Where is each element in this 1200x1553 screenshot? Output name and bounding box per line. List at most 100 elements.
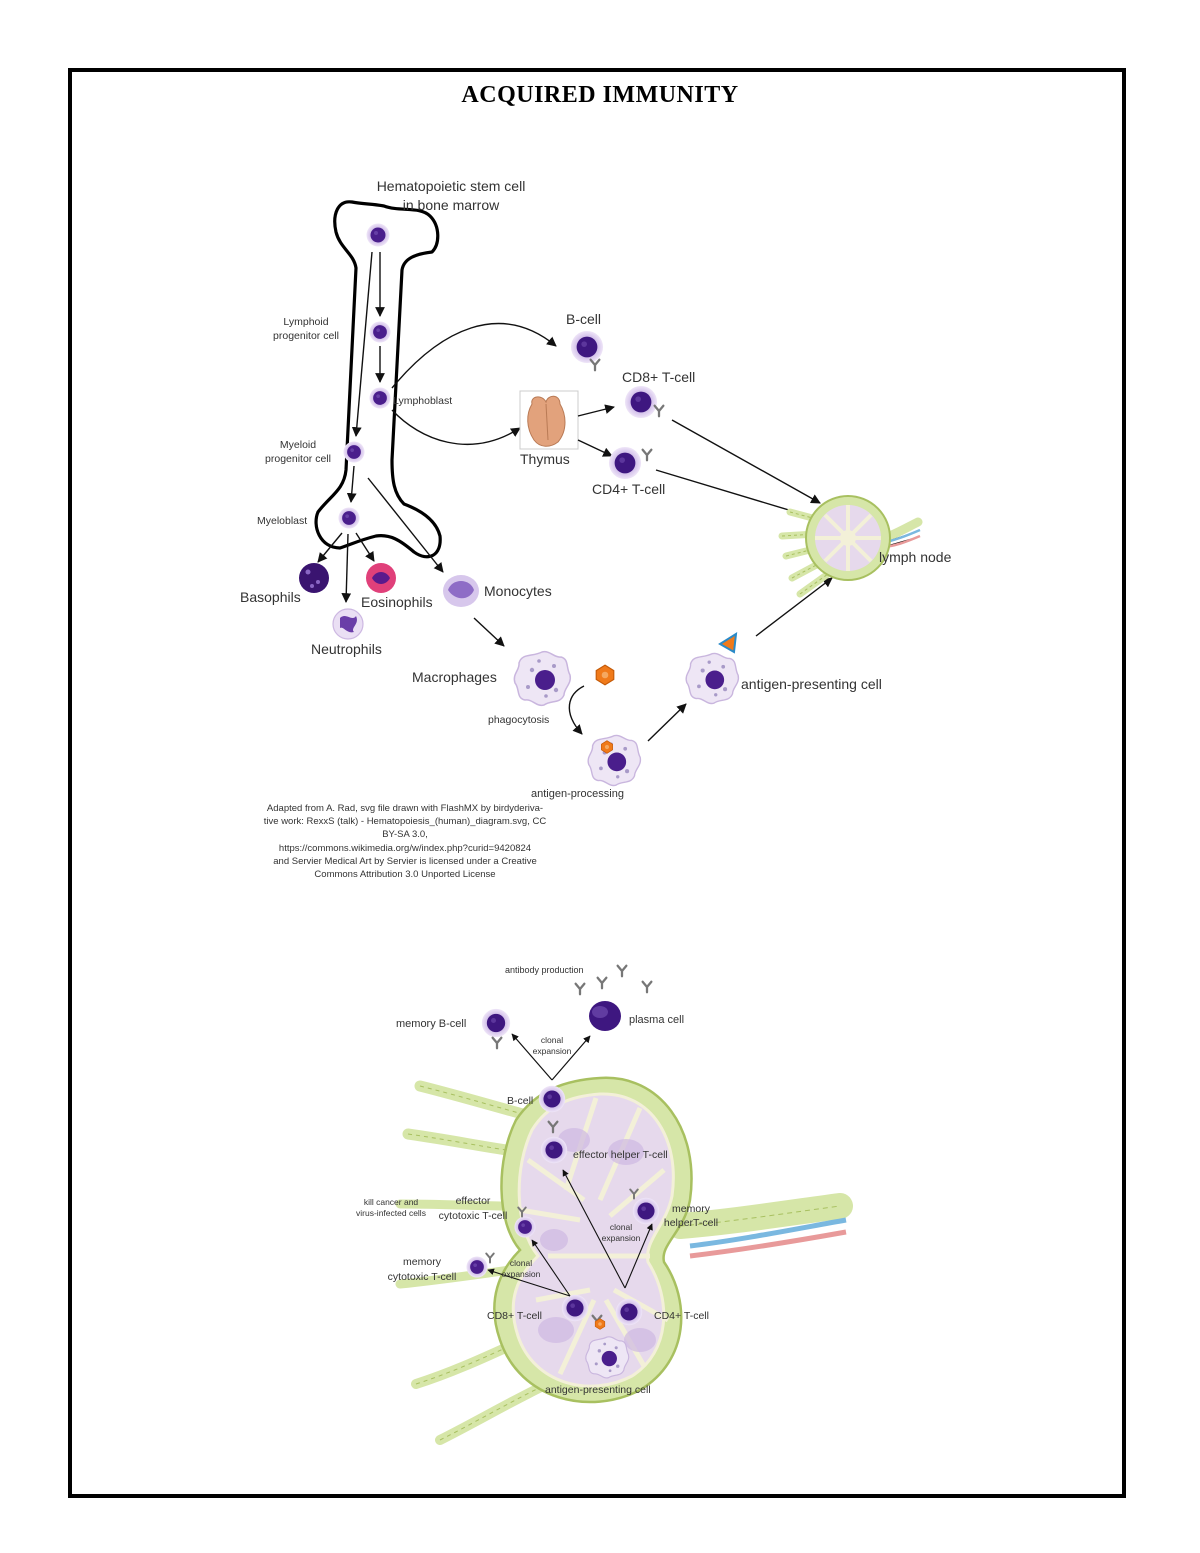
neutrophils-label: Neutrophils (311, 641, 382, 657)
antibody-icon (641, 980, 653, 994)
lymphoid-label-line1: Lymphoid (283, 316, 328, 328)
arrow (341, 533, 352, 603)
credit-line: https://commons.wikimedia.org/w/index.ph… (278, 842, 532, 854)
eosinophils-label: Eosinophils (361, 594, 433, 610)
arrow (551, 1035, 591, 1081)
thymus-label: Thymus (520, 451, 570, 467)
b-cell (570, 330, 604, 364)
b-cell-in-node (538, 1085, 566, 1113)
cd8-t-cell-in-node (561, 1294, 589, 1322)
memory-cytotoxic-label-line2: cytotoxic T-cell (388, 1271, 457, 1283)
effector-helper-t-cell (540, 1136, 568, 1164)
lymphoblast-label: Lymphoblast (393, 395, 452, 407)
cd4-node-label: CD4+ T-cell (654, 1310, 709, 1322)
lymph-node-small (778, 495, 923, 598)
arrow (473, 617, 505, 647)
credit-line: tive work: RexxS (talk) - Hematopoiesis_… (263, 816, 547, 828)
memory-b-cell (481, 1008, 511, 1038)
arrow (355, 532, 375, 562)
cd4-label: CD4+ T-cell (592, 481, 665, 497)
kill-label-line1: kill cancer and (364, 1197, 419, 1207)
arrow (317, 532, 343, 563)
monocytes-label: Monocytes (484, 583, 552, 599)
credit-line: Adapted from A. Rad, svg file drawn with… (266, 803, 544, 814)
antigen-icon (595, 664, 615, 686)
arrow (367, 477, 444, 573)
diagram1-labels: Hematopoietic stem cell in bone marrow L… (240, 178, 952, 800)
myeloid-label-line2: progenitor cell (265, 453, 331, 465)
antigen-processing-label: antigen-processing (531, 788, 624, 800)
lymph-node-label: lymph node (879, 549, 952, 565)
apc-node-label: antigen-presenting cell (545, 1384, 651, 1396)
page-title: ACQUIRED IMMUNITY (461, 82, 739, 108)
eosinophil-cell (366, 563, 396, 593)
clonal-expansion-2-line2: expansion (602, 1233, 641, 1243)
antigen-processing-cell (587, 734, 642, 787)
attribution-text: Adapted from A. Rad, svg file drawn with… (250, 802, 560, 881)
myeloblast-label: Myeloblast (257, 515, 307, 527)
stem-cell-label-line1: Hematopoietic stem cell (377, 178, 526, 194)
arrow-to-b-cell (391, 322, 557, 389)
arrow-to-thymus (391, 409, 521, 445)
stem-cell (366, 223, 390, 247)
page-border (68, 68, 1126, 1498)
stem-cell-label-line2: in bone marrow (403, 197, 500, 213)
memory-helper-label-line1: memory (672, 1203, 711, 1215)
clonal-expansion-2-line1: clonal (610, 1222, 632, 1232)
memory-b-receptor-icon (491, 1036, 503, 1050)
antigen-presenting-cell (685, 652, 740, 705)
arrow (671, 419, 821, 504)
clonal-expansion-label-line2: expansion (533, 1046, 572, 1056)
arrow (647, 703, 687, 742)
credit-line: and Servier Medical Art by Servier is li… (273, 855, 537, 867)
plasma-cell-label: plasma cell (629, 1014, 684, 1026)
cd8-t-cell (624, 385, 658, 419)
cd4-receptor-icon (641, 448, 653, 462)
monocyte-cell (443, 575, 479, 607)
antibody-icon (616, 964, 628, 978)
hematopoiesis-diagram (299, 200, 923, 787)
arrow (531, 1239, 571, 1297)
cd8-label: CD8+ T-cell (622, 369, 695, 385)
effector-cytotoxic-label-line2: cytotoxic T-cell (439, 1210, 508, 1222)
bone-outline (314, 200, 442, 559)
macrophages-label: Macrophages (412, 669, 497, 685)
lymph-node-diagram (395, 964, 853, 1445)
arrow (568, 685, 585, 735)
arrow (351, 251, 373, 437)
memory-cytotoxic-receptor-icon (485, 1252, 495, 1264)
antibody-icon (596, 976, 608, 990)
lymphoblast-cell (369, 387, 391, 409)
arrow (511, 1033, 553, 1081)
arrow (487, 1268, 571, 1297)
arrow (562, 1169, 626, 1289)
myeloid-label-line1: Myeloid (280, 439, 316, 451)
antibody-icon (574, 982, 586, 996)
basophil-cell (299, 563, 329, 593)
lymphoid-label-line2: progenitor cell (273, 330, 339, 342)
clonal-expansion-3-line2: expansion (502, 1269, 541, 1279)
cd8-receptor-icon (653, 404, 665, 418)
arrow (755, 577, 833, 637)
memory-helper-label-line2: helperT-cell (664, 1217, 718, 1229)
credit-line: Commons Attribution 3.0 Unported License (314, 869, 496, 881)
myeloid-progenitor-cell (343, 441, 365, 463)
b-cell-receptor-icon (589, 358, 601, 372)
myeloblast-cell (338, 507, 360, 529)
clonal-expansion-3-line1: clonal (510, 1258, 532, 1268)
basophils-label: Basophils (240, 589, 301, 605)
phagocytosis-label: phagocytosis (488, 714, 549, 726)
cd4-t-cell-in-node (615, 1298, 643, 1326)
antigen-presenting-cell-label: antigen-presenting cell (741, 676, 882, 692)
thymus-image (519, 390, 579, 450)
memory-cytotoxic-t-cell (466, 1256, 488, 1278)
kill-label-line2: virus-infected cells (356, 1208, 426, 1218)
credit-line: BY-SA 3.0, (382, 829, 428, 841)
macrophage-cell (513, 650, 572, 707)
memory-helper-t-cell (632, 1197, 660, 1225)
cd8-node-label: CD8+ T-cell (487, 1310, 542, 1322)
effector-cytotoxic-t-cell (514, 1216, 536, 1238)
antigen-presenting-cell-in-node (585, 1336, 630, 1379)
b-cell-label: B-cell (566, 311, 601, 327)
